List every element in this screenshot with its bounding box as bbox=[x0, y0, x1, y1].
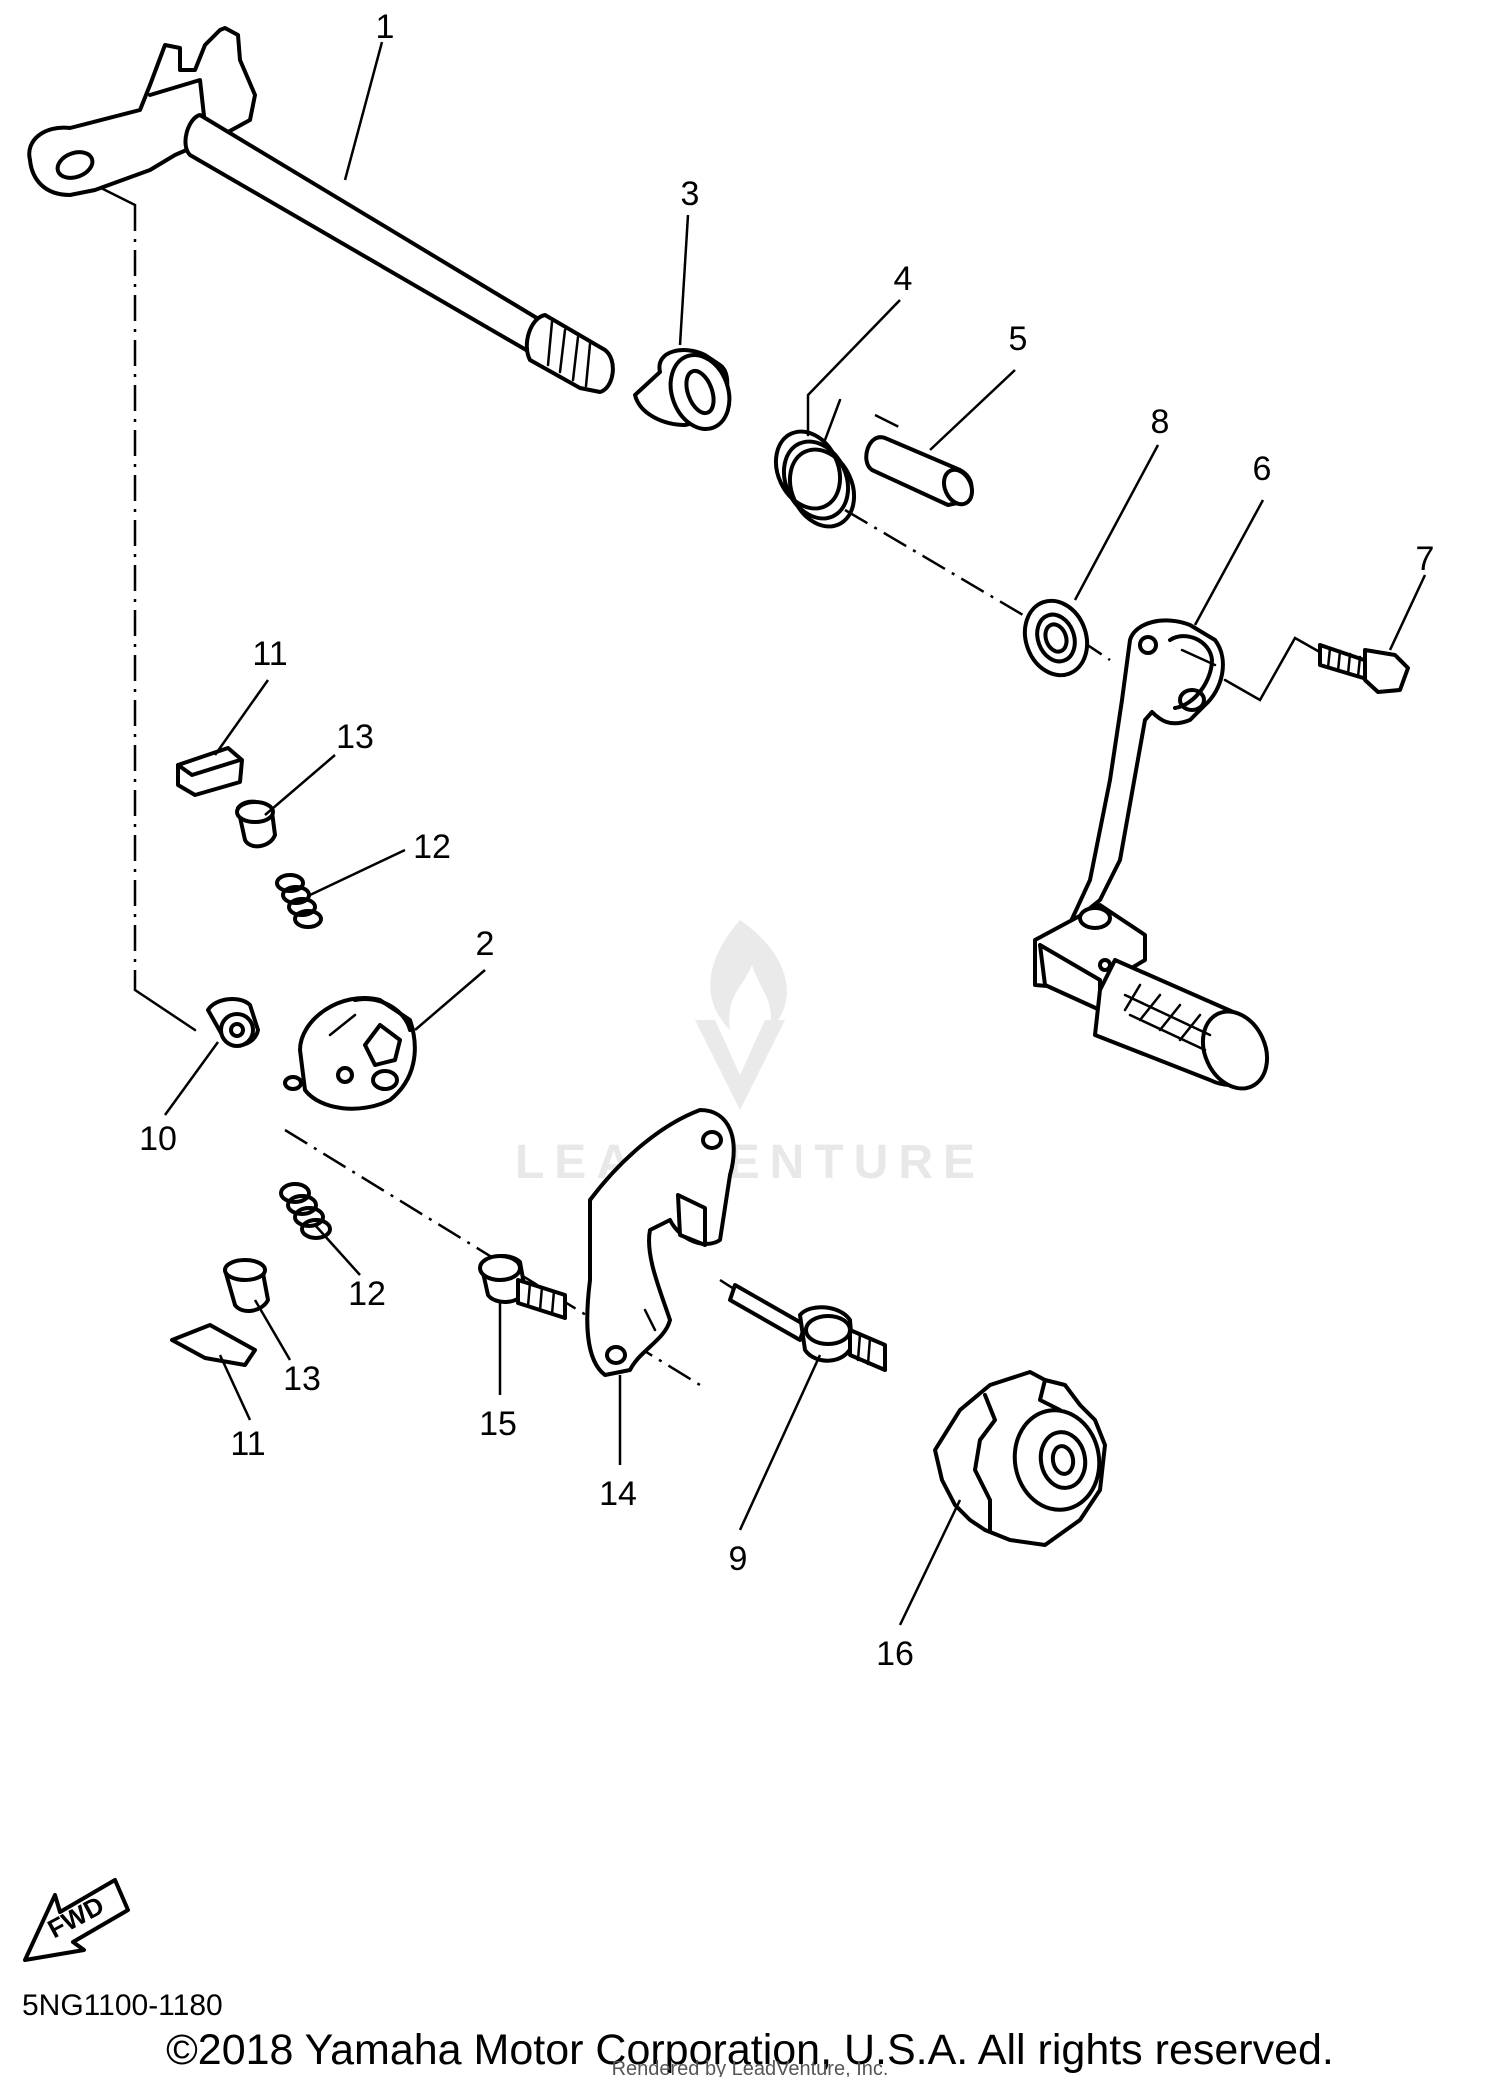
callout-13-lower: 13 bbox=[283, 1360, 321, 1398]
callout-5: 5 bbox=[1009, 320, 1028, 358]
callout-3: 3 bbox=[681, 175, 700, 213]
oil-seal bbox=[1022, 598, 1090, 678]
callout-12-upper: 12 bbox=[413, 828, 451, 866]
rendered-by-notice: Rendered by LeadVenture, Inc. bbox=[612, 2058, 889, 2077]
spring-upper bbox=[275, 873, 323, 929]
leader-lines bbox=[163, 41, 1427, 1626]
shift-pedal bbox=[1033, 618, 1270, 1091]
lever-bolt bbox=[728, 1283, 887, 1372]
collar bbox=[633, 348, 732, 431]
callout-11-lower: 11 bbox=[230, 1425, 265, 1463]
callouts: 1 2 3 4 5 6 7 8 9 10 11 11 12 12 13 13 1… bbox=[139, 8, 1434, 1673]
pedal-bolt bbox=[1318, 643, 1410, 694]
callout-11-upper: 11 bbox=[252, 635, 287, 673]
stopper-upper bbox=[176, 746, 244, 797]
fwd-arrow-icon: FWD bbox=[23, 1878, 130, 1962]
stopper-lower bbox=[170, 1323, 257, 1367]
callout-1: 1 bbox=[376, 8, 395, 46]
diagram-code: 5NG1100-1180 bbox=[22, 1989, 223, 2022]
leadventure-watermark: LEADVENTURE bbox=[515, 920, 985, 1189]
callout-16: 16 bbox=[876, 1635, 914, 1673]
callout-6: 6 bbox=[1253, 450, 1272, 488]
callout-4: 4 bbox=[894, 260, 913, 298]
callout-2: 2 bbox=[476, 925, 495, 963]
watermark-text: LEADVENTURE bbox=[515, 1136, 985, 1189]
callout-7: 7 bbox=[1416, 540, 1435, 578]
collar-10 bbox=[206, 997, 260, 1048]
callout-8: 8 bbox=[1151, 403, 1170, 441]
copyright-notice: ©2018 Yamaha Motor Corporation, U.S.A. A… bbox=[166, 2026, 1334, 2074]
shift-cam bbox=[283, 996, 417, 1111]
spring-lower bbox=[279, 1182, 332, 1240]
callout-9: 9 bbox=[729, 1540, 748, 1578]
roller-upper bbox=[235, 799, 277, 849]
roller-lower bbox=[223, 1258, 270, 1313]
shift-shaft bbox=[27, 26, 615, 394]
pin bbox=[864, 435, 975, 507]
segment-bolt bbox=[478, 1254, 567, 1320]
callout-14: 14 bbox=[599, 1475, 637, 1513]
callout-10: 10 bbox=[139, 1120, 177, 1158]
callout-13-upper: 13 bbox=[336, 718, 374, 756]
drum-segment bbox=[933, 1370, 1107, 1547]
callout-15: 15 bbox=[479, 1405, 517, 1443]
segment-plate bbox=[585, 1108, 736, 1377]
torsion-spring bbox=[773, 393, 857, 529]
callout-12-lower: 12 bbox=[348, 1275, 386, 1313]
